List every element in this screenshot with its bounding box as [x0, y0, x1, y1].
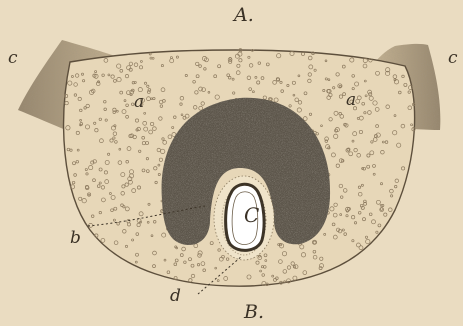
label-C: C: [244, 205, 259, 225]
label-d: d: [170, 288, 181, 305]
label-a-right: a: [346, 92, 356, 109]
label-c-left: c: [8, 50, 18, 67]
label-a-left: a: [134, 94, 144, 111]
label-b: b: [70, 230, 81, 247]
label-B: B.: [244, 303, 264, 322]
label-c-right: c: [448, 50, 458, 67]
label-A: A.: [234, 6, 254, 25]
